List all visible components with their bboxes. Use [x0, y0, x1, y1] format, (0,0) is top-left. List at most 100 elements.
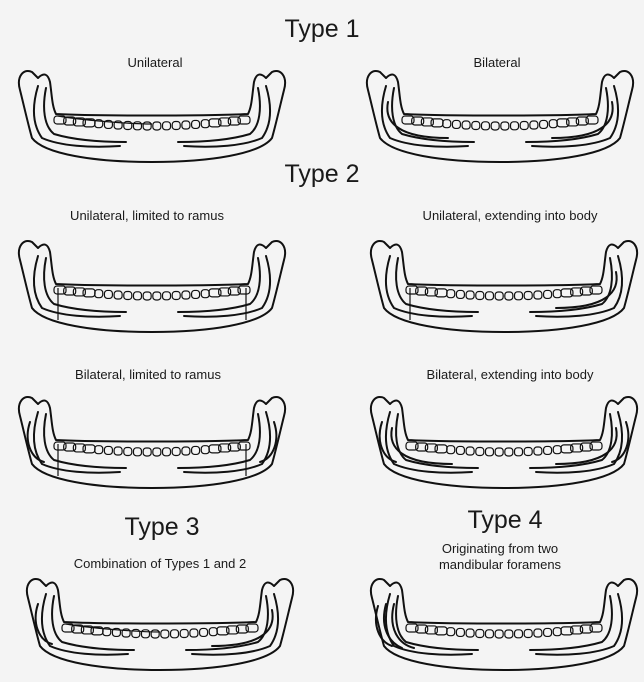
tooth: [95, 290, 103, 298]
tooth: [192, 120, 200, 128]
tooth: [209, 628, 217, 636]
tooth: [456, 290, 464, 298]
type3-mandible: [18, 570, 303, 670]
tooth: [192, 446, 200, 454]
tooth: [172, 447, 180, 455]
tooth: [182, 121, 190, 129]
tooth: [553, 628, 561, 636]
tooth: [447, 290, 455, 298]
tooth: [466, 629, 474, 637]
tooth: [524, 291, 532, 299]
type2-unilateral-body-label: Unilateral, extending into body: [423, 208, 598, 223]
right-canal: [532, 86, 618, 147]
tooth: [476, 447, 484, 455]
tooth: [192, 290, 200, 298]
tooth: [544, 290, 552, 298]
tooth: [540, 120, 548, 128]
left-canal: [34, 412, 120, 473]
tooth: [201, 120, 209, 128]
left-canal: [42, 594, 128, 655]
teeth-row: [406, 442, 602, 456]
type2-bilateral-ramus-label: Bilateral, limited to ramus: [75, 367, 221, 382]
left-canal: [34, 86, 120, 147]
tooth: [124, 291, 132, 299]
tooth: [549, 120, 557, 128]
tooth: [491, 122, 499, 130]
tooth: [456, 446, 464, 454]
tooth: [466, 447, 474, 455]
tooth: [190, 629, 198, 637]
tooth: [153, 122, 161, 130]
type3-label: Combination of Types 1 and 2: [74, 556, 247, 571]
tooth: [133, 448, 141, 456]
tooth: [114, 447, 122, 455]
tooth: [163, 448, 171, 456]
tooth: [447, 446, 455, 454]
right-canal: [536, 412, 622, 473]
tooth: [485, 448, 493, 456]
type3-title: Type 3: [124, 513, 199, 542]
bifid-canal: [376, 604, 414, 648]
tooth: [544, 446, 552, 454]
type2-unilateral-ramus-label: Unilateral, limited to ramus: [70, 208, 224, 223]
tooth: [505, 448, 513, 456]
tooth: [530, 121, 538, 129]
type2-unilateral-body-mandible: [362, 232, 644, 332]
tooth: [534, 447, 542, 455]
tooth: [201, 290, 209, 298]
tooth: [515, 630, 523, 638]
type1-unilateral-mandible: [10, 62, 295, 162]
tooth: [143, 292, 151, 300]
right-canal: [184, 86, 270, 147]
tooth: [466, 291, 474, 299]
tooth: [143, 122, 151, 130]
tooth: [524, 447, 532, 455]
tooth: [524, 629, 532, 637]
tooth: [447, 628, 455, 636]
tooth: [171, 630, 179, 638]
teeth-row: [54, 442, 250, 456]
tooth: [180, 629, 188, 637]
tooth: [495, 630, 503, 638]
type2-bilateral-body-mandible: [362, 388, 644, 488]
tooth: [511, 122, 519, 130]
tooth: [201, 446, 209, 454]
tooth: [462, 121, 470, 129]
left-canal: [382, 86, 468, 147]
right-canal: [536, 594, 622, 655]
type4-label-line1: Originating from two: [442, 541, 558, 557]
tooth: [182, 447, 190, 455]
right-canal: [536, 256, 622, 317]
tooth: [104, 446, 112, 454]
teeth-row: [406, 624, 602, 638]
tooth: [163, 122, 171, 130]
tooth: [515, 448, 523, 456]
tooth: [501, 122, 509, 130]
right-canal: [184, 256, 270, 317]
tooth: [182, 291, 190, 299]
tooth: [515, 292, 523, 300]
type4-title: Type 4: [467, 506, 542, 535]
tooth: [153, 292, 161, 300]
tooth: [452, 120, 460, 128]
left-canal: [386, 412, 472, 473]
tooth: [443, 120, 451, 128]
left-canal: [386, 256, 472, 317]
type2-unilateral-ramus-mandible: [10, 232, 295, 332]
tooth: [534, 629, 542, 637]
type1-bilateral-mandible: [358, 62, 643, 162]
bifid-canal: [58, 288, 246, 320]
teeth-row: [54, 116, 250, 130]
type2-bilateral-ramus-mandible: [10, 388, 295, 488]
tooth: [553, 290, 561, 298]
tooth: [163, 292, 171, 300]
tooth: [505, 292, 513, 300]
tooth: [495, 292, 503, 300]
teeth-row: [62, 624, 258, 638]
tooth: [104, 290, 112, 298]
right-canal: [184, 412, 270, 473]
tooth: [172, 291, 180, 299]
tooth: [485, 292, 493, 300]
tooth: [456, 628, 464, 636]
